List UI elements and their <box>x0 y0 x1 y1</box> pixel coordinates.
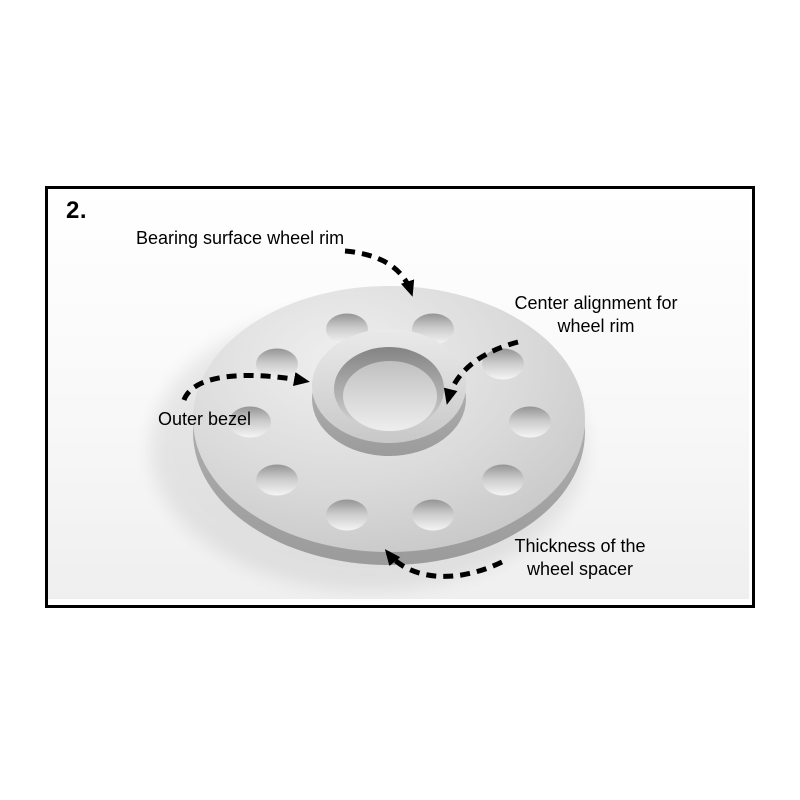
label-thickness: Thickness of the wheel spacer <box>514 536 646 579</box>
step-number: 2. <box>66 197 88 224</box>
label-center-alignment: Center alignment for wheel rim <box>514 293 678 336</box>
label-outer-bezel: Outer bezel <box>158 409 252 429</box>
label-bearing-surface: Bearing surface wheel rim <box>136 228 345 248</box>
